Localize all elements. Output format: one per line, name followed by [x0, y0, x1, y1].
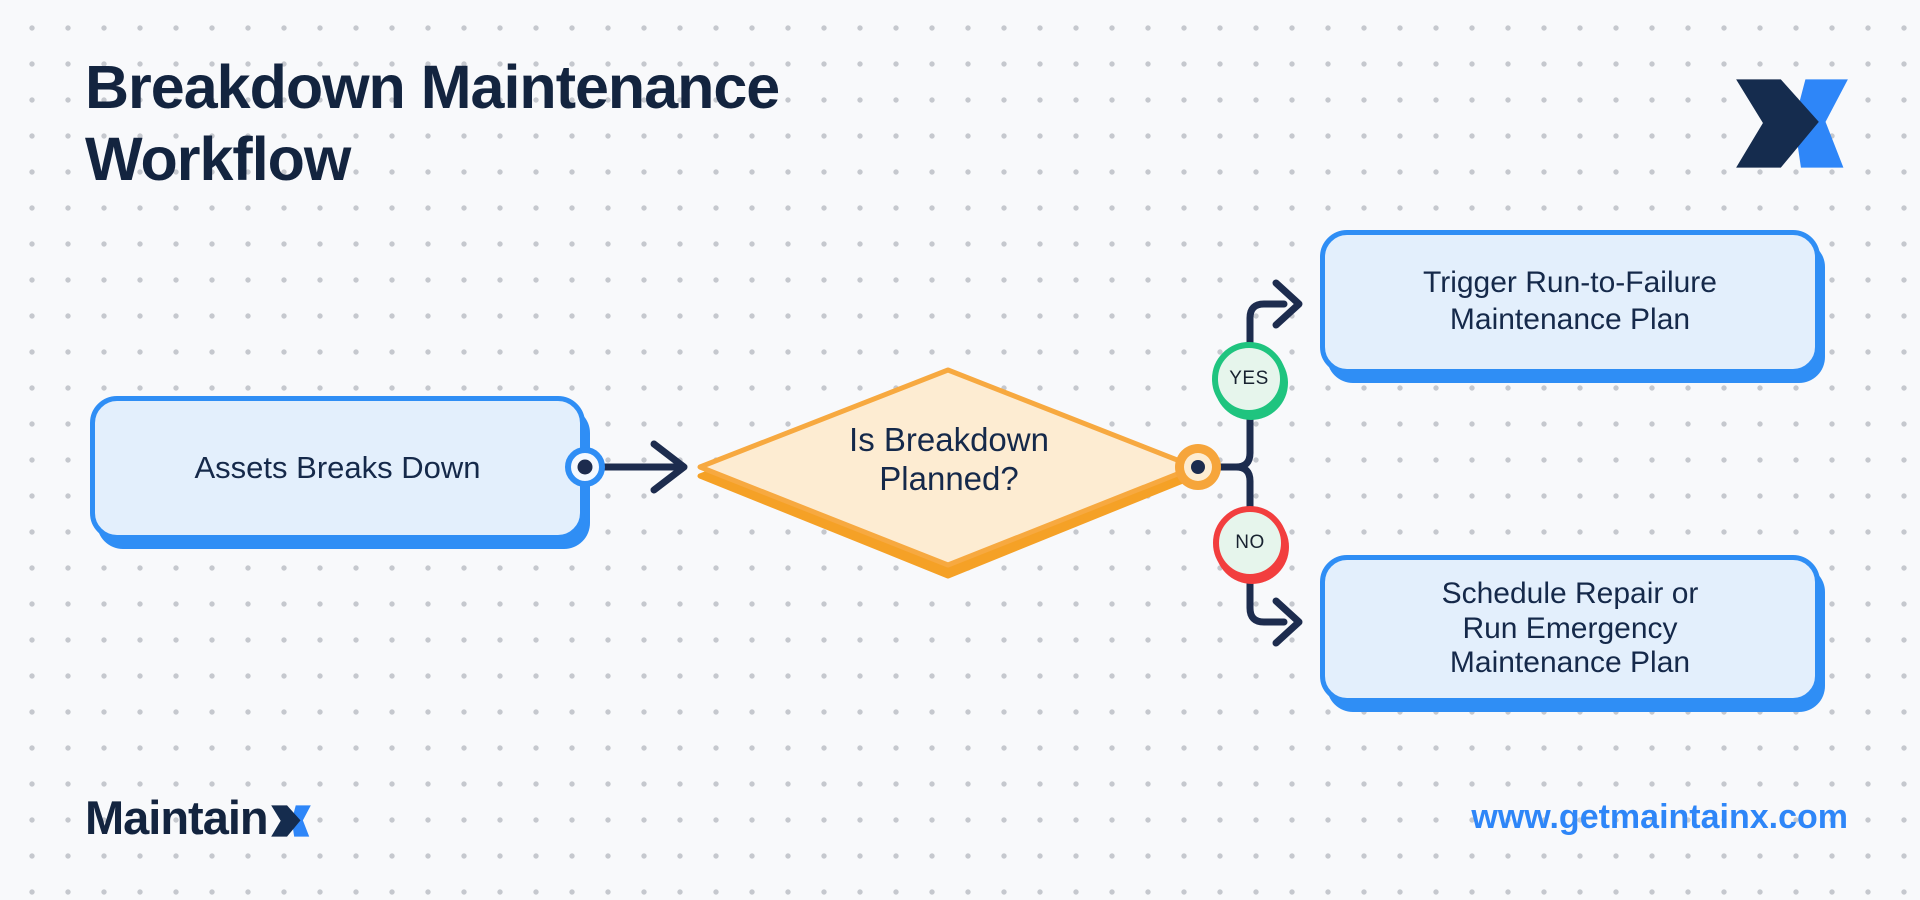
- outcome-yes-line: Maintenance Plan: [1449, 303, 1691, 336]
- yes-badge: YES: [1212, 342, 1286, 416]
- page-title: Breakdown Maintenance Workflow: [85, 53, 780, 193]
- outcome-yes-line: Trigger Run-to-Failure: [1423, 266, 1717, 300]
- yes-badge-label: YES: [1229, 368, 1269, 389]
- maintainx-x-icon: [270, 804, 311, 837]
- outcome-no-line: Schedule Repair or: [1441, 576, 1699, 610]
- decision-connector-dot: [1175, 444, 1221, 490]
- branch-yes-arrowhead: [1272, 279, 1303, 329]
- website-link[interactable]: www.getmaintainx.com: [1471, 798, 1848, 836]
- footer-brand: Maintain: [85, 790, 312, 845]
- no-badge: NO: [1213, 506, 1287, 580]
- flow-node-outcome-no: Schedule Repair or Run Emergency Mainten…: [1320, 555, 1820, 703]
- outcome-no-line: Run Emergency: [1462, 611, 1678, 645]
- flow-node-outcome-yes: Trigger Run-to-Failure Maintenance Plan: [1320, 230, 1820, 374]
- decision-label-line: Planned?: [879, 459, 1019, 497]
- no-badge-label: NO: [1235, 532, 1265, 553]
- flow-node-start: Assets Breaks Down: [90, 396, 585, 540]
- footer-brand-text: Maintain: [85, 791, 269, 844]
- branch-no-line: [1232, 463, 1288, 626]
- flow-node-start-label: Assets Breaks Down: [194, 450, 481, 486]
- maintainx-x-icon: [1732, 76, 1852, 176]
- outcome-no-line: Maintenance Plan: [1449, 646, 1691, 680]
- decision-label: Is Breakdown Planned?: [758, 421, 1140, 499]
- branch-no-arrowhead: [1272, 597, 1303, 647]
- start-connector-dot: [565, 447, 605, 487]
- decision-label-line: Is Breakdown: [849, 421, 1049, 458]
- arrow-start-to-decision: [588, 440, 688, 494]
